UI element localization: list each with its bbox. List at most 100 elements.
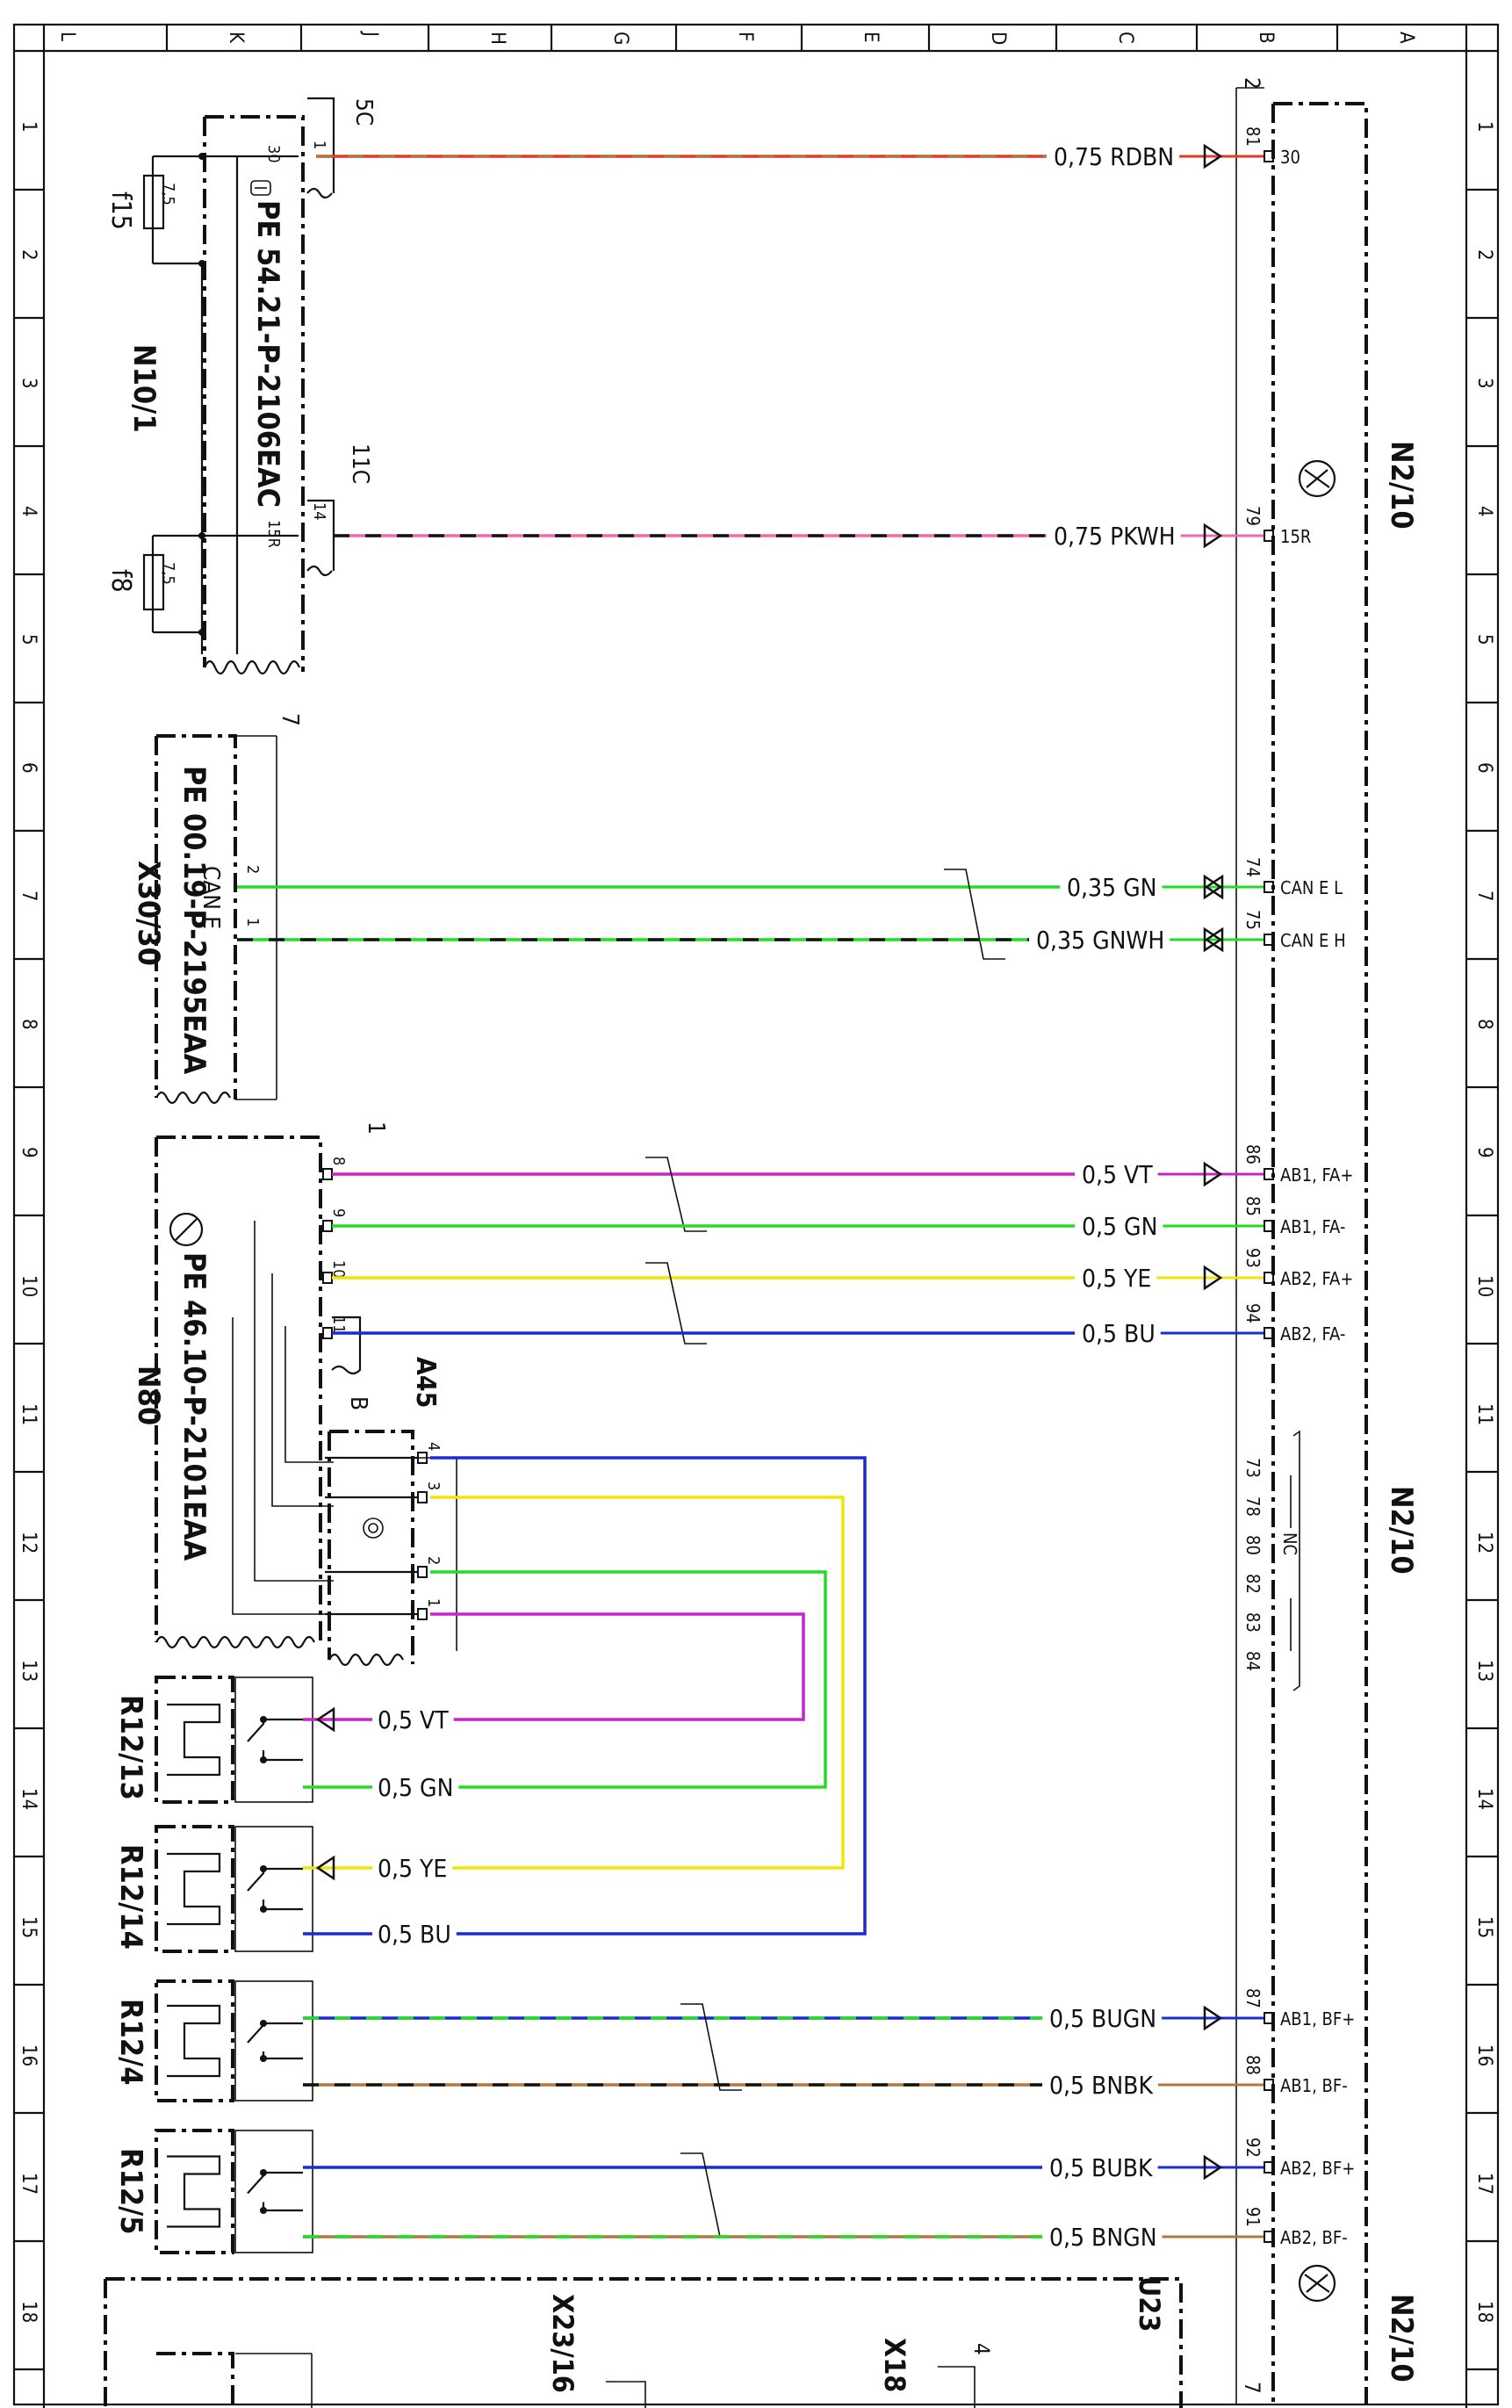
n80-pin-label: 8 xyxy=(329,1157,348,1165)
pin-terminal xyxy=(1264,1220,1274,1232)
row-label: 9 xyxy=(1473,1147,1495,1158)
pin-function: AB1, FA- xyxy=(1280,1216,1345,1237)
pin-function: AB2, FA- xyxy=(1280,1323,1345,1345)
column-label: B xyxy=(1255,32,1277,44)
wire-label: 0,35 GNWH xyxy=(1036,926,1164,955)
column-label: J xyxy=(359,30,381,37)
pin-number: 94 xyxy=(1242,1303,1264,1323)
n10-1-ref: PE 54.21-P-2106EAC xyxy=(250,200,285,508)
n2-10-conn-bottom-label: 7 xyxy=(1240,2382,1264,2394)
wire-label: 0,35 GN xyxy=(1067,873,1156,902)
n80-pin-label: 9 xyxy=(329,1208,348,1217)
connector-arrow xyxy=(1204,874,1224,900)
row-label: 14 xyxy=(1473,1788,1495,1810)
n2-10-label-top: N2/10 xyxy=(1384,441,1419,530)
row-label: 16 xyxy=(18,2044,40,2066)
row-label: 6 xyxy=(1473,762,1495,774)
column-label: K xyxy=(225,32,247,44)
row-label: 7 xyxy=(1473,890,1495,902)
row-label: 9 xyxy=(18,1147,40,1158)
a45-label: A45 xyxy=(410,1357,441,1408)
fuse-f15-label: f15 xyxy=(105,191,136,230)
row-label: 15 xyxy=(18,1916,40,1938)
label-backdrop xyxy=(372,1854,453,1882)
pin-function: AB1, BF+ xyxy=(1280,2008,1355,2029)
local-wire-label: 0,5 BU xyxy=(378,1920,451,1949)
label-backdrop xyxy=(372,1920,457,1948)
switch-label: R12/4 xyxy=(113,1999,148,2086)
local-wire xyxy=(303,1570,827,1789)
connector-arrow xyxy=(1203,143,1223,169)
row-label: 13 xyxy=(18,1660,40,1682)
switch-icon xyxy=(155,1979,313,2102)
twisted-pair-marker xyxy=(645,1157,707,1232)
local-wire xyxy=(303,1496,845,1870)
pin-number: 81 xyxy=(1242,126,1264,147)
n80-pin-label: 11 xyxy=(329,1316,348,1334)
pin-function: CAN E L xyxy=(1280,877,1343,898)
wire-label: 0,5 BUGN xyxy=(1049,2004,1156,2033)
local-wire-label: 0,5 YE xyxy=(378,1854,447,1883)
pin-function: CAN E H xyxy=(1280,930,1346,951)
row-label: 16 xyxy=(1473,2044,1495,2066)
nc-pin-number: 78 xyxy=(1242,1496,1264,1517)
a45-conn-label: B xyxy=(345,1396,371,1410)
a45-pin-label: 1 xyxy=(424,1598,443,1607)
pin-terminal xyxy=(1264,150,1274,162)
airbag-sensor-icon xyxy=(363,1518,384,1539)
row-label: 17 xyxy=(18,2173,40,2195)
column-label: E xyxy=(860,32,882,43)
pin-terminal xyxy=(1264,2231,1274,2243)
local-wire-label: 0,5 VT xyxy=(378,1705,449,1734)
row-label: 5 xyxy=(1473,634,1495,645)
switch-label: R12/14 xyxy=(113,1844,148,1950)
row-label: 4 xyxy=(1473,506,1495,517)
pin-function: AB1, BF- xyxy=(1280,2075,1348,2096)
switch-icon xyxy=(155,2129,313,2254)
conn-11c-label: 11C xyxy=(347,443,373,484)
n2-10-conn-label: 2 xyxy=(1240,77,1264,90)
n80-ref: PE 46.10-P-2101EAA xyxy=(176,1252,212,1561)
nc-label: NC xyxy=(1279,1532,1300,1555)
n10-1-label: N10/1 xyxy=(126,344,162,433)
nc-pin-number: 80 xyxy=(1242,1535,1264,1555)
row-label: 6 xyxy=(18,762,40,774)
nc-pin-number: 83 xyxy=(1242,1612,1264,1633)
pin-terminal xyxy=(1264,1272,1274,1284)
row-label: 17 xyxy=(1473,2173,1495,2195)
row-label: 4 xyxy=(18,506,40,517)
row-label: 18 xyxy=(18,2301,40,2323)
pin-terminal xyxy=(1264,1327,1274,1339)
row-label: 15 xyxy=(1473,1916,1495,1938)
row-label: 8 xyxy=(18,1019,40,1030)
pin-number: 79 xyxy=(1242,506,1264,526)
pin-number: 86 xyxy=(1242,1144,1264,1164)
row-label: 13 xyxy=(1473,1660,1495,1682)
row-label: 3 xyxy=(1473,378,1495,389)
connector-arrow xyxy=(1203,1161,1223,1187)
conn-7-label: 7 xyxy=(277,713,303,726)
column-label: F xyxy=(734,32,756,41)
pin-function: 15R xyxy=(1280,526,1311,547)
wire-label: 0,75 RDBN xyxy=(1054,142,1174,171)
label-backdrop xyxy=(372,1773,459,1801)
nc-pin-number: 82 xyxy=(1242,1574,1264,1594)
wire-label: 0,5 BNGN xyxy=(1049,2223,1157,2252)
pin-terminal xyxy=(1264,1168,1274,1180)
circuit-icon xyxy=(1298,459,1336,2303)
pin-number: 75 xyxy=(1242,910,1264,930)
pin-number: 93 xyxy=(1242,1248,1264,1268)
column-label: D xyxy=(987,32,1009,45)
switch-icon xyxy=(155,1676,313,1804)
pin-function: AB2, BF- xyxy=(1280,2227,1348,2248)
hand-icon xyxy=(250,180,271,196)
nc-pin-number: 84 xyxy=(1242,1651,1264,1671)
a45-pin-label: 3 xyxy=(424,1482,443,1490)
twisted-pair-marker xyxy=(944,869,1005,960)
pin-terminal xyxy=(1264,934,1274,946)
pin-1-label: 1 xyxy=(310,141,328,149)
